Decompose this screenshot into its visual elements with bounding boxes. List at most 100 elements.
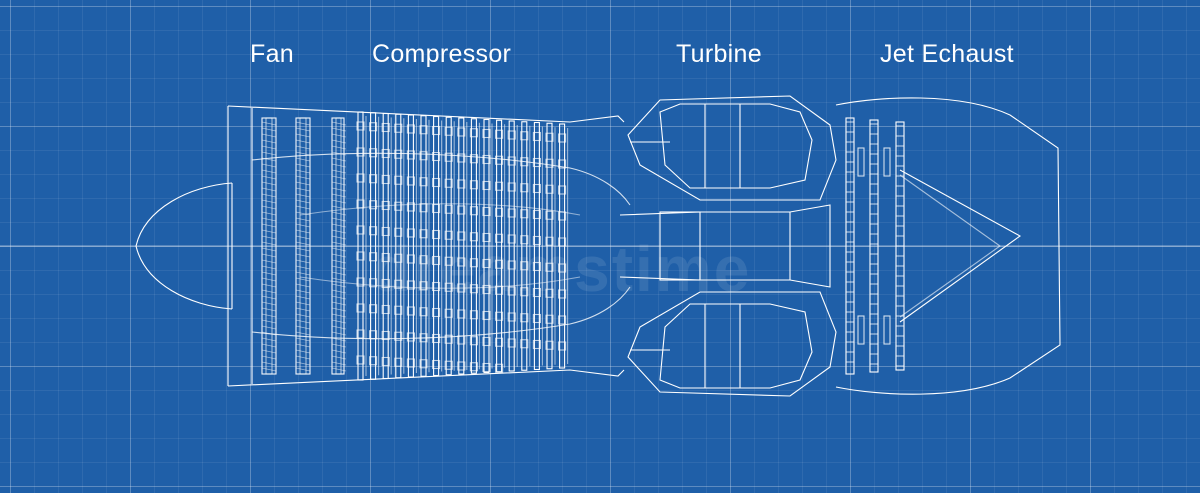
fan-hatch-line [331,343,347,348]
compressor-vane [520,209,529,219]
fan-hatch-line [261,139,277,144]
fan-hatch-line [331,289,347,294]
fan-hatch-line [261,169,277,174]
fan-hatch-line [331,259,347,264]
fan-hatch-line [295,199,311,204]
compressor-vane [482,232,491,243]
compressor-vane [356,147,365,157]
fan-hatch-line [261,361,277,366]
compressor-stage [533,121,540,371]
compressor-vane [356,277,365,287]
fan-blades [261,117,345,375]
fan-hatch-line [331,139,347,144]
fan-hatch-line [331,169,347,174]
compressor-vane [520,339,529,349]
compressor-vane [356,121,365,131]
compressor-vane [419,255,428,265]
fan-hatch-line [295,241,311,246]
fan-hatch-line [261,133,277,138]
fan-hatch-line [331,337,347,342]
fan-hatch-line [295,343,311,348]
compressor-vane [507,130,516,140]
compressor-vane [406,306,415,316]
compressor-vane [520,131,529,141]
fan-hatch-line [331,301,347,306]
compressor-vane [495,311,504,321]
compressor-stage [508,120,515,372]
fan-hatch-line [331,163,347,168]
compressor-vane [457,283,466,293]
compressor-vane [558,237,567,247]
compressor-vane [482,128,491,139]
compressor-vane [381,278,390,289]
fan-hatch-line [331,175,347,180]
fan-hatch-line [331,325,347,330]
fan-hatch-line [295,205,311,210]
compressor-vane [469,154,478,164]
compressor-vane [406,228,415,238]
fan-hatch-line [295,157,311,162]
compressor-vane [482,258,491,269]
compressor-vane [457,309,466,319]
compressor-vane [419,333,428,343]
fan-hatch-line [261,241,277,246]
compressor-vane [457,153,466,163]
compressor-vane [558,263,567,273]
compressor-vane [356,303,365,313]
fan-hatch-line [295,331,311,336]
exhaust-section [835,97,1061,395]
compressor-vane [482,154,491,165]
fan-hatch-line [295,193,311,198]
fan-hatch-line [295,301,311,306]
compressor-vane [432,203,441,214]
compressor-vane [495,207,504,217]
fan-hatch-line [331,349,347,354]
fan-hatch-line [331,247,347,252]
compressor-vane [406,332,415,342]
compressor-vane [419,281,428,291]
fan-hatch-line [331,265,347,270]
compressor-vane [406,202,415,212]
compressor-vane [432,359,441,370]
turbine-stages [845,117,905,375]
compressor-vane [369,356,378,366]
fan-hatch-line [261,289,277,294]
fan-hatch-line [261,253,277,258]
compressor-vane [444,126,453,136]
fan-hatch-line [295,319,311,324]
compressor-vane [532,287,541,298]
compressor-vane [432,229,441,240]
fan-hatch-line [331,127,347,132]
compressor-vane [356,199,365,209]
nose-cone [135,182,233,310]
compressor-vane [394,331,403,341]
compressor-vane [381,356,390,367]
fan-hatch-line [331,199,347,204]
compressor-vane [432,307,441,318]
compressor-vane [419,125,428,135]
compressor-stage [357,111,364,381]
fan-hatch-line [261,163,277,168]
compressor-vane [406,150,415,160]
compressor-vane [545,288,554,298]
compressor-vane [469,206,478,216]
compressor-vane [369,174,378,184]
fan-hatch-line [261,229,277,234]
turbine-stage [869,119,879,373]
compressor-vane [419,307,428,317]
fan-hatch-line [295,271,311,276]
compressor-vane [432,255,441,266]
fan-hatch-line [295,229,311,234]
compressor-vane [495,259,504,269]
compressor-vane [507,312,516,322]
fan-hatch-line [261,277,277,282]
fan-hatch-line [261,127,277,132]
turbine-stage [845,117,855,375]
fan-hatch-line [261,247,277,252]
compressor-vane [507,286,516,296]
compressor-vane [432,333,441,344]
fan-hatch-line [261,205,277,210]
fan-hatch-line [261,295,277,300]
fan-hatch-line [261,265,277,270]
compressor-vane [394,123,403,133]
